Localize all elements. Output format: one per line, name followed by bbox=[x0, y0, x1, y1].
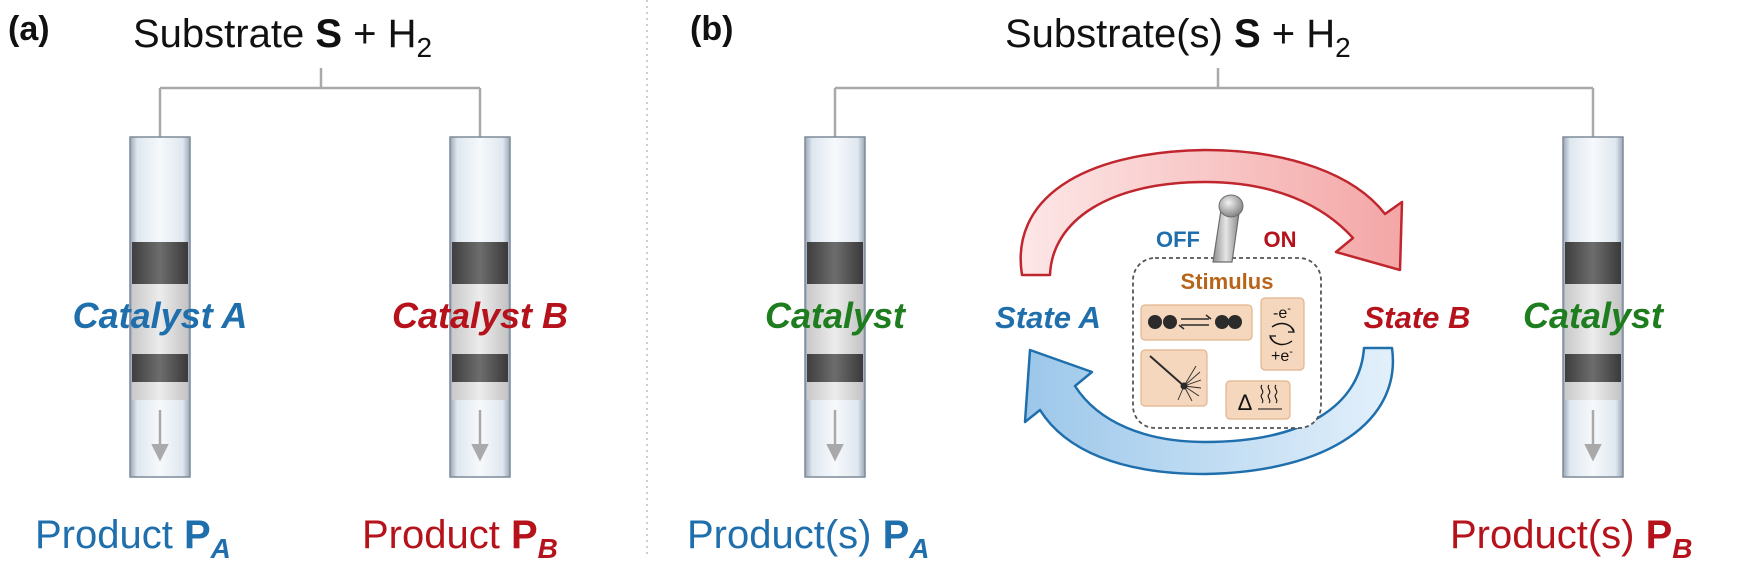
heat-icon: Δ bbox=[1225, 380, 1291, 420]
catalyst-a-label: Catalyst A bbox=[73, 295, 248, 336]
light-irradiation-icon bbox=[1140, 349, 1208, 407]
panel-a-feed-splitter bbox=[151, 68, 489, 192]
switch-on-label: ON bbox=[1264, 227, 1297, 252]
stimulus-title: Stimulus bbox=[1181, 269, 1274, 294]
svg-text:Δ: Δ bbox=[1238, 390, 1253, 415]
product-right-label: Product(s) PB bbox=[1450, 513, 1693, 564]
catalyst-b-label: Catalyst B bbox=[392, 295, 568, 336]
state-a-label: State A bbox=[995, 300, 1101, 335]
toggle-switch-icon bbox=[1212, 194, 1244, 263]
catalyst-left-label: Catalyst bbox=[765, 295, 907, 336]
svg-text:+e-: +e- bbox=[1271, 346, 1293, 365]
equilibrium-icon bbox=[1140, 304, 1253, 341]
reactor-column-right bbox=[1562, 136, 1624, 478]
switch-off-label: OFF bbox=[1156, 227, 1200, 252]
blue-cycle-arrow bbox=[1023, 346, 1395, 476]
svg-text:-e-: -e- bbox=[1273, 303, 1291, 322]
product-a-label: Product PA bbox=[35, 513, 231, 564]
reactor-column-b bbox=[449, 136, 511, 478]
red-cycle-arrow bbox=[1019, 148, 1404, 277]
panel-b-feed: Substrate(s) S + H2 bbox=[1005, 12, 1351, 63]
panel-a-feed: Substrate S + H2 bbox=[133, 12, 432, 63]
state-b-label: State B bbox=[1364, 300, 1471, 335]
product-left-label: Product(s) PA bbox=[687, 513, 930, 564]
reactor-column-left bbox=[804, 136, 866, 478]
redox-icon: -e- +e- bbox=[1260, 297, 1305, 371]
panel-a-label: (a) bbox=[8, 10, 50, 48]
panel-b-label: (b) bbox=[690, 10, 733, 48]
product-b-label: Product PB bbox=[362, 513, 558, 564]
catalyst-right-label: Catalyst bbox=[1523, 295, 1665, 336]
reactor-column-a bbox=[129, 136, 191, 478]
